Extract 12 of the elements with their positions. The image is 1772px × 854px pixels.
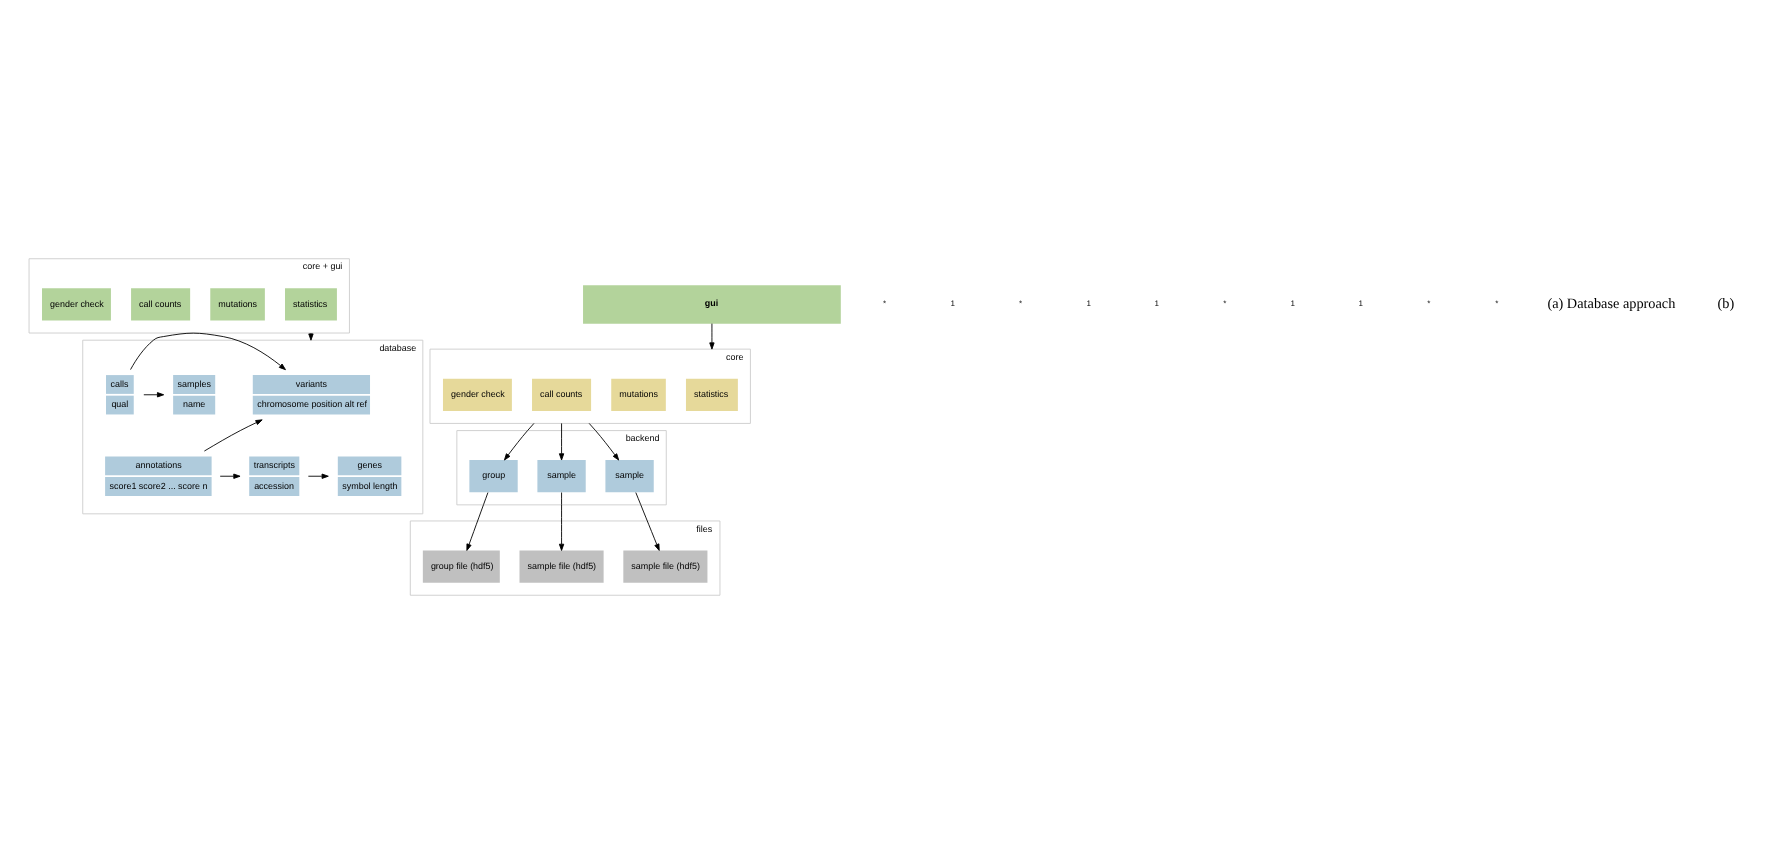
arrow <box>504 422 535 461</box>
arrow <box>219 473 241 479</box>
arrow <box>709 323 715 350</box>
arrow <box>143 392 165 398</box>
arrow <box>635 492 660 551</box>
arrow <box>130 332 286 371</box>
arrow <box>307 473 329 479</box>
arrow <box>558 492 565 551</box>
arrow <box>203 419 263 452</box>
arrow <box>466 492 489 551</box>
arrow <box>588 422 620 461</box>
arrow <box>558 422 565 461</box>
